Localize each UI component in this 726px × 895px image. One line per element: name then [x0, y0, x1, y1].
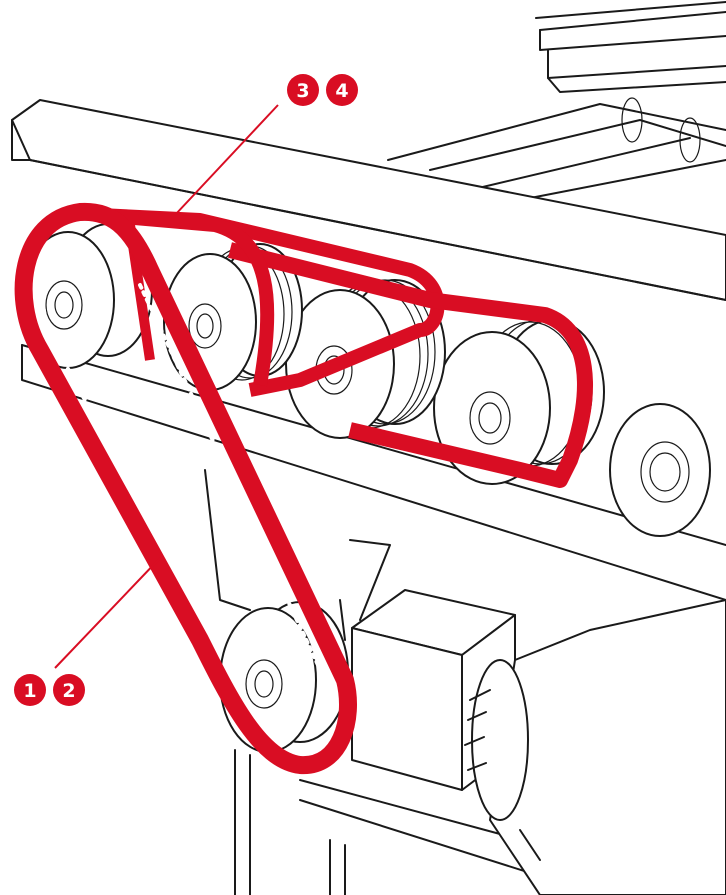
callout-badge-3: 3: [287, 74, 319, 106]
roller-5: [609, 403, 711, 537]
callout-leaders: [54, 104, 279, 669]
leader-upper: [174, 104, 279, 216]
drive-timing-belt: [14, 202, 357, 775]
far-frame: [387, 1, 726, 201]
callout-label-3: 3: [296, 80, 309, 102]
motor-cylinder: [464, 599, 726, 895]
callout-label-1: 1: [23, 680, 36, 702]
callout-badge-4: 4: [326, 74, 358, 106]
main-frame-beam: [11, 99, 726, 601]
callout-upper: 3 4: [287, 74, 358, 106]
callout-label-2: 2: [62, 680, 75, 702]
callout-lower: 1 2: [14, 674, 85, 706]
callout-label-4: 4: [335, 80, 348, 102]
callout-badge-2: 2: [53, 674, 85, 706]
leader-lower: [54, 557, 161, 669]
motor-pulley: [219, 601, 349, 753]
callout-badge-1: 1: [14, 674, 46, 706]
